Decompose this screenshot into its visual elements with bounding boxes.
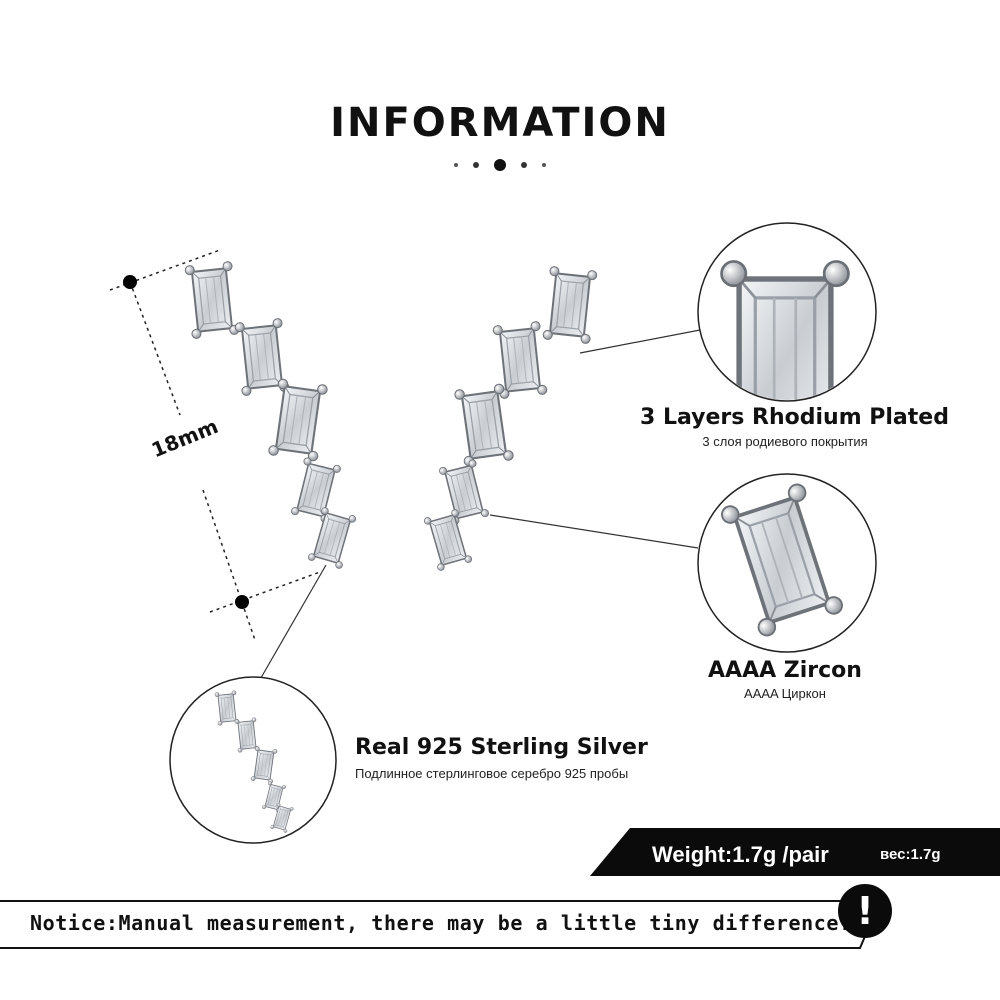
rhodium-callout-line: [579, 329, 701, 354]
weight-banner: [590, 828, 1000, 876]
rhodium-feature-subtitle: 3 слоя родиевого покрытия: [702, 434, 868, 449]
dimension-top-dot: [123, 275, 137, 289]
zircon-feature-subtitle: AAAA Циркон: [744, 686, 826, 701]
rhodium-detail-circle: [697, 222, 877, 402]
rhodium-feature-title: 3 Layers Rhodium Plated: [640, 405, 949, 430]
zircon-detail-circle: [697, 473, 877, 653]
silver-feature-subtitle: Подлинное стерлинговое серебро 925 пробы: [355, 766, 629, 781]
silver-detail-circle: [169, 676, 337, 844]
dimension-bottom-dot: [235, 595, 249, 609]
right-earring-image: [422, 265, 599, 572]
exclamation-icon: !: [838, 884, 892, 938]
silver-callout-line: [257, 564, 327, 684]
zircon-feature-title: AAAA Zircon: [708, 658, 862, 683]
notice-text: Notice:Manual measurement, there may be …: [30, 911, 852, 935]
silver-feature-title: Real 925 Sterling Silver: [355, 735, 648, 760]
weight-label: Weight:1.7g /pair: [652, 842, 829, 867]
weight-label-ru: вес:1.7g: [880, 846, 941, 863]
zircon-callout-line: [489, 514, 699, 549]
title-dots-decoration: [454, 159, 546, 171]
dimension-marker: [109, 249, 321, 641]
page-title: INFORMATION: [330, 100, 670, 146]
